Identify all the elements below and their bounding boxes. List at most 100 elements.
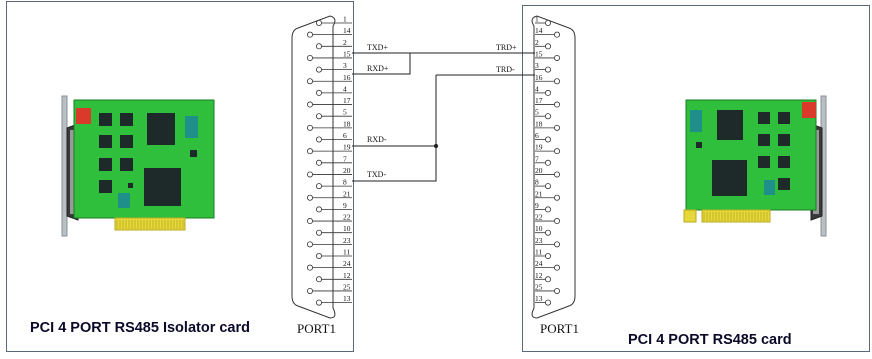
pin-number-label: 16 — [535, 73, 543, 82]
pin-number-label: 10 — [535, 224, 543, 233]
db-connector-face — [70, 130, 76, 214]
chip — [99, 113, 112, 126]
power-led — [802, 102, 816, 118]
pin-number-label: 2 — [535, 38, 539, 47]
signal-trd-minus-label: TRD- — [496, 65, 515, 74]
pin-number-label: 14 — [343, 26, 351, 35]
connector-pin — [554, 171, 561, 178]
pin-number-label: 17 — [343, 96, 351, 105]
chip — [778, 112, 790, 124]
connector-pin — [315, 66, 322, 73]
pin-number-label: 2 — [343, 38, 347, 47]
connector-pin — [315, 252, 322, 259]
signal-txd-plus-label: TXD+ — [367, 43, 388, 52]
pin-number-label: 20 — [343, 166, 351, 175]
pin-number-label: 6 — [535, 131, 539, 140]
chip — [758, 112, 770, 124]
pin-number-label: 13 — [535, 294, 543, 303]
gold-finger-lines — [703, 212, 768, 221]
pin-number-label: 23 — [535, 236, 543, 245]
connector-pin — [315, 19, 322, 26]
pin-number-label: 12 — [343, 271, 351, 280]
small-chip — [696, 142, 702, 148]
wiring — [352, 52, 535, 182]
pin-number-label: 6 — [343, 131, 347, 140]
chip — [120, 158, 133, 171]
pin-number-label: 3 — [535, 61, 539, 70]
connector-pin — [315, 136, 322, 143]
connector-pin — [545, 229, 552, 236]
connector-pin — [554, 241, 561, 248]
left-card-caption: PCI 4 PORT RS485 Isolator card — [30, 320, 250, 336]
connector-pin — [554, 264, 561, 271]
rs485-card-image — [683, 95, 827, 237]
pin-number-label: 14 — [535, 26, 543, 35]
pin-number-label: 1 — [535, 15, 539, 24]
pin-number-label: 18 — [343, 119, 351, 128]
chip — [99, 158, 112, 171]
connector-pin — [306, 171, 313, 178]
pin-number-label: 22 — [343, 213, 351, 222]
connector-pin — [545, 43, 552, 50]
connector-pin — [554, 54, 561, 61]
right-connector-pins: 1142153164175186197208219221023112412251… — [535, 15, 561, 306]
connector-pin — [315, 206, 322, 213]
pin-number-label: 7 — [343, 154, 347, 163]
connector-pin — [545, 113, 552, 120]
connector-pin — [554, 78, 561, 85]
pin-number-label: 22 — [535, 213, 543, 222]
wire-rxd-minus — [352, 75, 437, 147]
gold-finger-lines — [116, 220, 184, 229]
pin-number-label: 15 — [535, 49, 543, 58]
right-card-caption: PCI 4 PORT RS485 card — [628, 332, 792, 348]
chip — [778, 134, 790, 146]
connector-pin — [306, 241, 313, 248]
chip — [758, 134, 770, 146]
connector-pin — [315, 43, 322, 50]
chip — [778, 178, 790, 190]
pin-number-label: 5 — [343, 108, 347, 117]
connector-pin — [545, 89, 552, 96]
pin-number-label: 18 — [535, 119, 543, 128]
pin-number-label: 9 — [343, 201, 347, 210]
pin-number-label: 8 — [535, 178, 539, 187]
left-port-label: PORT1 — [297, 321, 336, 336]
pin-number-label: 5 — [535, 108, 539, 117]
pin-number-label: 11 — [343, 248, 350, 257]
connector-pin — [545, 66, 552, 73]
connector-pin — [554, 31, 561, 38]
pin-number-label: 13 — [343, 294, 351, 303]
connector-pin — [306, 78, 313, 85]
connector-pin — [545, 183, 552, 190]
signal-rxd-minus-label: RXD- — [367, 135, 387, 144]
connector-pin — [306, 287, 313, 294]
pin-number-label: 24 — [535, 259, 543, 268]
pin-number-label: 20 — [535, 166, 543, 175]
signal-trd-plus-label: TRD+ — [496, 43, 517, 52]
wire-rxd-plus-join — [352, 53, 411, 75]
connector-pin — [306, 124, 313, 131]
pin-number-label: 19 — [535, 143, 543, 152]
chip — [147, 113, 175, 145]
pin-number-label: 23 — [343, 236, 351, 245]
connector-pin — [554, 218, 561, 225]
right-db25-connector — [531, 15, 576, 319]
connector-pin — [306, 194, 313, 201]
pin-number-label: 7 — [535, 154, 539, 163]
pin-number-label: 24 — [343, 259, 351, 268]
connector-pin — [554, 101, 561, 108]
chip — [758, 156, 770, 168]
connector-pin — [306, 101, 313, 108]
chip — [712, 160, 747, 196]
chip — [144, 168, 181, 206]
connector-pin — [545, 19, 552, 26]
pin-number-label: 11 — [535, 248, 542, 257]
pin-number-label: 16 — [343, 73, 351, 82]
connector-pin — [545, 136, 552, 143]
pin-number-label: 21 — [535, 189, 543, 198]
pcb-foot — [683, 209, 697, 223]
connector-pin — [315, 89, 322, 96]
connector-pin — [306, 54, 313, 61]
signal-txd-minus-label: TXD- — [367, 170, 386, 179]
